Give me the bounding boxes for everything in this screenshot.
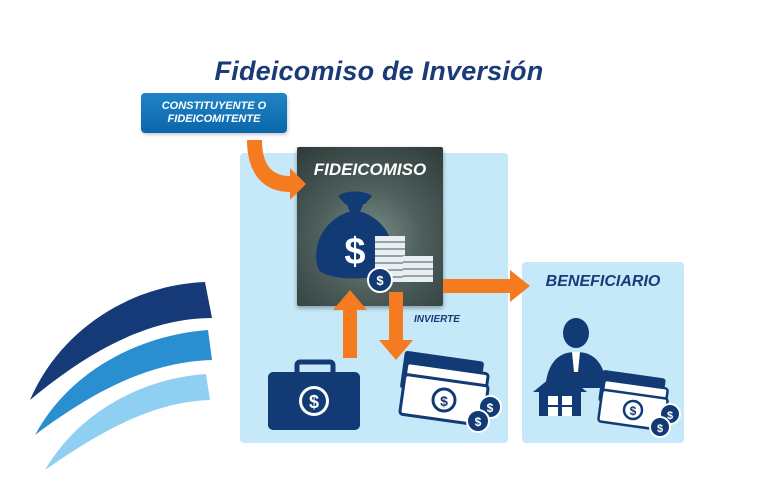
money-bag-icon: $ [316, 191, 394, 279]
briefcase-icon: $ [268, 359, 360, 430]
house-icon [533, 370, 587, 416]
svg-text:$: $ [440, 393, 448, 409]
constituyente-box: CONSTITUYENTE O FIDEICOMITENTE [141, 93, 287, 133]
svg-text:$: $ [475, 415, 482, 429]
flow-arrows [247, 140, 530, 360]
constituyente-label: CONSTITUYENTE O FIDEICOMITENTE [161, 100, 267, 125]
beneficiario-label: BENEFICIARIO [545, 273, 661, 290]
svg-text:$: $ [309, 392, 319, 412]
svg-text:$: $ [667, 410, 673, 422]
svg-text:$: $ [376, 273, 384, 288]
invierte-label: INVIERTE [414, 314, 460, 325]
banknotes-icon: $ $ $ [398, 351, 502, 433]
svg-text:$: $ [487, 401, 494, 415]
fideicomiso-label: FIDEICOMISO [313, 160, 427, 179]
banknotes-icon-beneficiario: $ $ $ [597, 370, 681, 438]
svg-text:$: $ [630, 404, 637, 418]
svg-text:$: $ [344, 231, 365, 273]
coin-stack-icon: $ [367, 236, 433, 293]
page-title: Fideicomiso de Inversión [214, 56, 544, 86]
svg-text:$: $ [657, 423, 663, 435]
